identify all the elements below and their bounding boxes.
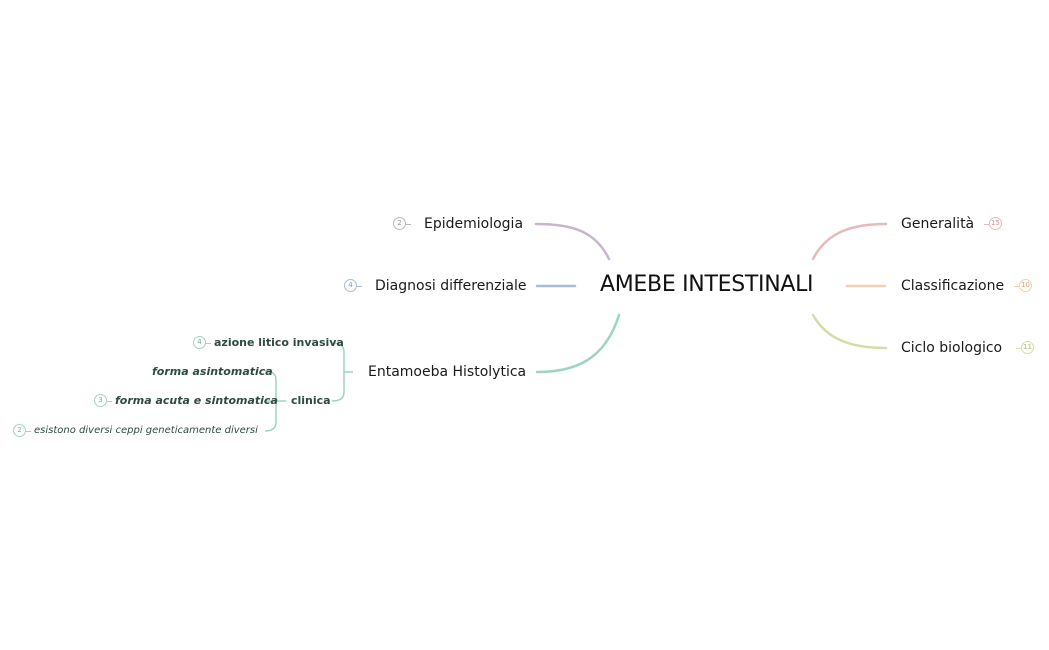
topic-ciclo-biologico[interactable]: Ciclo biologico [901, 340, 1003, 356]
count-badge-epidemiologia[interactable]: 2 [393, 217, 406, 230]
badge-tail [1016, 348, 1021, 349]
subtopic-ceppi-geneticamente-diversi[interactable]: esistono diversi ceppi geneticamente div… [34, 425, 258, 436]
badge-tail [206, 343, 211, 344]
badge-tail [357, 286, 362, 287]
topic-generalita[interactable]: Generalità [901, 216, 975, 232]
topic-classificazione[interactable]: Classificazione [901, 278, 1005, 294]
connector-entamoeba [535, 313, 621, 374]
count-badge-ceppi[interactable]: 2 [13, 424, 26, 437]
subtopic-forma-asintomatica[interactable]: forma asintomatica [152, 365, 273, 378]
count-badge-ciclo[interactable]: 11 [1021, 341, 1034, 354]
badge-tail [1014, 286, 1019, 287]
topic-entamoeba-histolytica[interactable]: Entamoeba Histolytica [368, 364, 527, 380]
connector-epidemiologia [534, 222, 611, 261]
count-badge-azione[interactable]: 4 [193, 336, 206, 349]
bracket-entamoeba [331, 342, 353, 402]
count-badge-forma-acuta[interactable]: 3 [94, 394, 107, 407]
count-badge-classificazione[interactable]: 10 [1019, 279, 1032, 292]
badge-tail [984, 224, 989, 225]
bracket-clinica [264, 370, 286, 432]
subtopic-clinica[interactable]: clinica [291, 394, 331, 407]
count-badge-generalita[interactable]: 15 [989, 217, 1002, 230]
connector-generalita [811, 222, 888, 261]
subtopic-forma-acuta-sintomatica[interactable]: forma acuta e sintomatica [115, 394, 278, 407]
connector-ciclo [811, 313, 888, 350]
badge-tail [406, 224, 411, 225]
subtopic-azione-litico-invasiva[interactable]: azione litico invasiva [214, 336, 344, 349]
topic-epidemiologia[interactable]: Epidemiologia [424, 216, 524, 232]
topic-diagnosi-differenziale[interactable]: Diagnosi differenziale [375, 278, 527, 294]
count-badge-diagnosi[interactable]: 4 [344, 279, 357, 292]
badge-tail [107, 401, 112, 402]
badge-tail [26, 431, 31, 432]
central-topic[interactable]: AMEBE INTESTINALI [600, 272, 814, 297]
